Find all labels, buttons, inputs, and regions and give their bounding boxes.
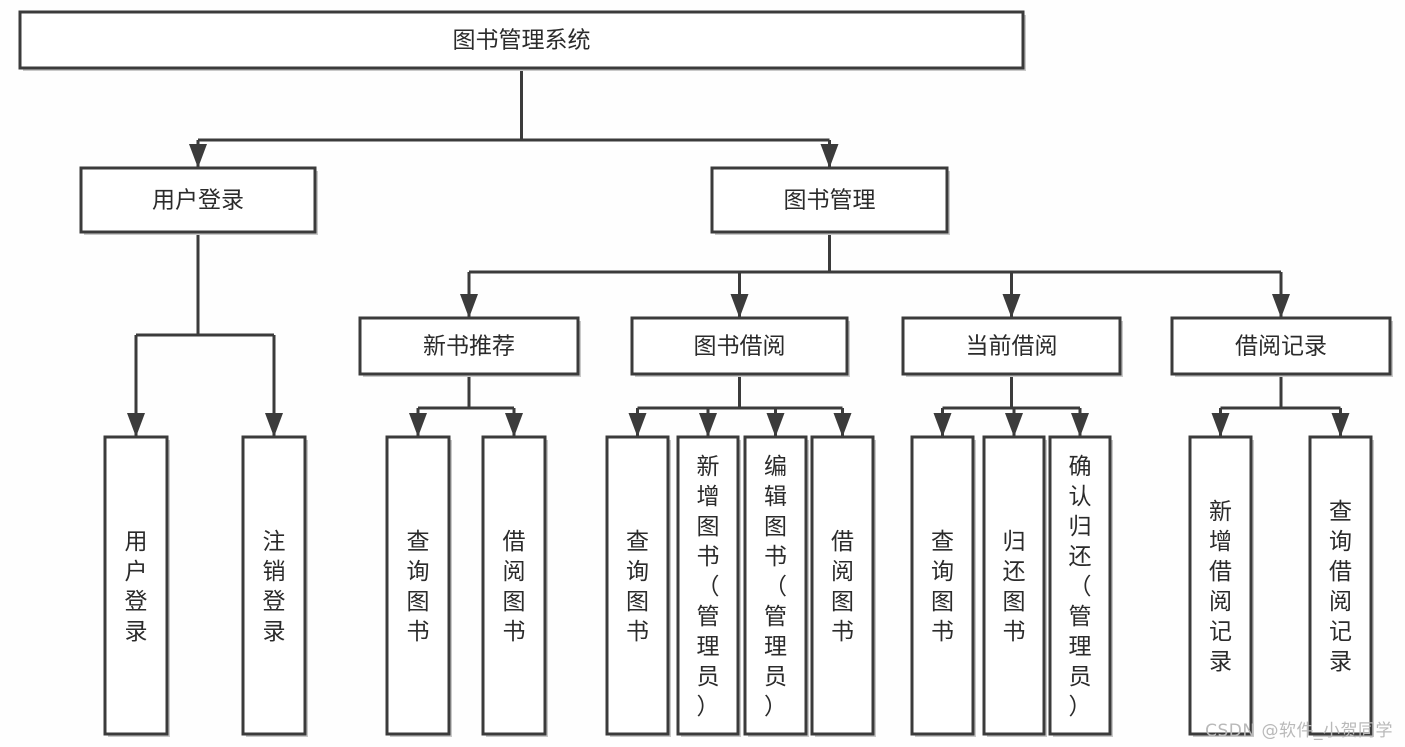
node-leaf-borrow-query-book[interactable]: 查询图书	[605, 435, 671, 737]
arrow-head-icon	[833, 413, 852, 437]
arrow-head-icon	[1272, 294, 1290, 318]
arrow-head-icon	[460, 294, 478, 318]
arrow-head-icon	[820, 144, 839, 168]
node-label: 新书推荐	[423, 334, 515, 360]
node-label: 注销登录	[263, 529, 286, 645]
node-label: 图书管理系统	[453, 28, 591, 54]
node-leaf-rec-query-record[interactable]: 查询借阅记录	[1308, 435, 1374, 737]
node-leaf-cur-return-book[interactable]: 归还图书	[982, 435, 1047, 737]
node-leaf-user-logout[interactable]: 注销登录	[241, 435, 308, 737]
arrow-head-icon	[1071, 413, 1089, 437]
arrow-head-icon	[409, 413, 427, 437]
node-leaf-cur-confirm-return[interactable]: 确认归还（管理员）	[1048, 435, 1113, 737]
node-label: 查询图书	[407, 529, 430, 645]
node-label: 图书借阅	[694, 334, 786, 360]
arrow-head-icon	[628, 413, 647, 437]
node-label: 当前借阅	[966, 334, 1058, 360]
node-leaf-borrow-borrow-book[interactable]: 借阅图书	[810, 435, 876, 737]
node-leaf-rec-add-record[interactable]: 新增借阅记录	[1188, 435, 1254, 737]
arrow-head-icon	[730, 294, 749, 318]
arrow-head-icon	[1002, 294, 1021, 318]
node-current-borrow[interactable]: 当前借阅	[901, 316, 1123, 377]
arrow-head-icon	[1211, 413, 1230, 437]
connector-layer	[127, 68, 1350, 437]
node-label: 查询图书	[931, 529, 954, 645]
node-label: 图书管理	[784, 188, 876, 214]
node-label: 借阅图书	[503, 529, 526, 645]
node-user-login[interactable]: 用户登录	[79, 166, 318, 235]
node-label: 新增借阅记录	[1209, 499, 1232, 675]
node-label: 借阅记录	[1235, 334, 1327, 360]
node-leaf-cur-query-book[interactable]: 查询图书	[910, 435, 976, 737]
node-layer: 图书管理系统用户登录图书管理新书推荐图书借阅当前借阅借阅记录用户登录注销登录查询…	[18, 10, 1393, 737]
node-label: 用户登录	[125, 529, 148, 645]
node-label: 新增图书（管理员）	[697, 454, 720, 720]
arrow-head-icon	[505, 413, 523, 437]
arrow-head-icon	[265, 413, 283, 437]
node-new-book-rec[interactable]: 新书推荐	[358, 316, 581, 377]
node-leaf-user-login[interactable]: 用户登录	[103, 435, 170, 737]
node-label: 确认归还（管理员）	[1069, 454, 1092, 720]
node-label: 查询借阅记录	[1329, 499, 1352, 675]
node-book-manage[interactable]: 图书管理	[710, 166, 950, 235]
node-leaf-borrow-edit-book[interactable]: 编辑图书（管理员）	[743, 435, 809, 737]
node-label: 用户登录	[152, 188, 244, 214]
node-label: 借阅图书	[831, 529, 854, 645]
node-leaf-borrow-add-book[interactable]: 新增图书（管理员）	[676, 435, 741, 737]
csdn-watermark: CSDN @软件_小贺同学	[1205, 721, 1393, 741]
arrow-head-icon	[699, 413, 717, 437]
node-leaf-rec-borrow-book[interactable]: 借阅图书	[481, 435, 548, 737]
arrow-head-icon	[766, 413, 785, 437]
node-leaf-rec-query-book[interactable]: 查询图书	[385, 435, 452, 737]
arrow-head-icon	[1005, 413, 1023, 437]
arrow-head-icon	[189, 144, 207, 168]
node-label: 查询图书	[626, 529, 649, 645]
node-borrow-record[interactable]: 借阅记录	[1170, 316, 1393, 377]
arrow-head-icon	[1331, 413, 1350, 437]
node-book-borrow[interactable]: 图书借阅	[630, 316, 850, 377]
node-root[interactable]: 图书管理系统	[18, 10, 1026, 71]
arrow-head-icon	[933, 413, 952, 437]
node-label: 编辑图书（管理员）	[764, 454, 787, 720]
node-label: 归还图书	[1003, 529, 1026, 645]
arrow-head-icon	[127, 413, 145, 437]
